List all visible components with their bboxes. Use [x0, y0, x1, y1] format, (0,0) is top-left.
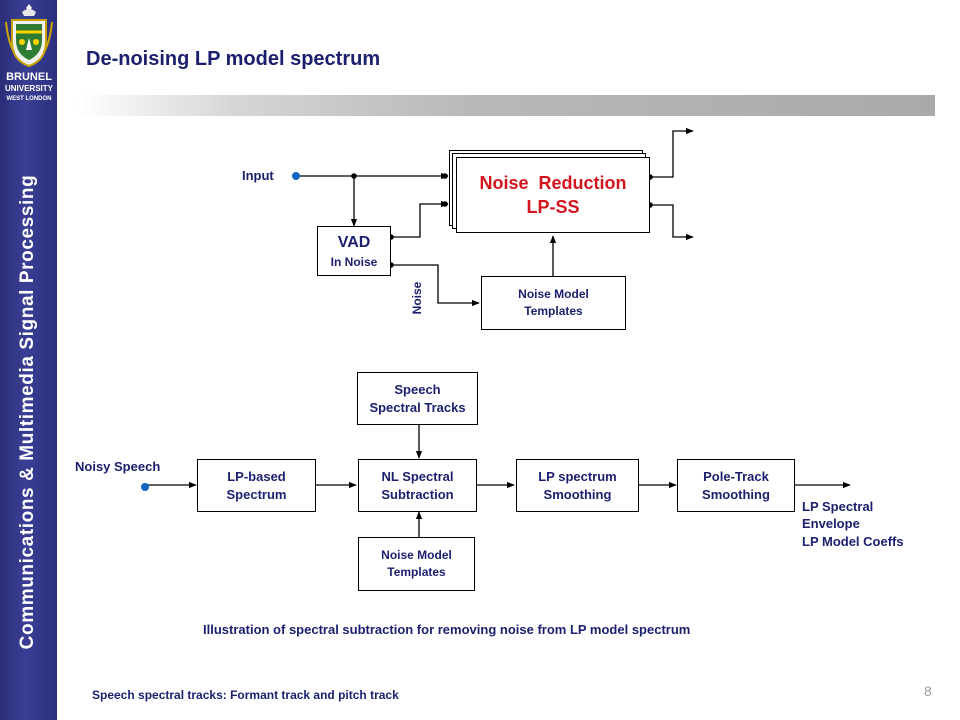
nl-subtraction-line-1: NL Spectral — [381, 468, 454, 484]
noise-model-line-2: Templates — [524, 304, 583, 318]
nl-subtraction-line-2: Subtraction — [381, 486, 454, 502]
university-logo: BRUNEL UNIVERSITY WEST LONDON — [2, 2, 56, 108]
lp-smoothing-line-1: LP spectrum — [538, 468, 617, 484]
pole-track-smoothing-box: Pole-Track Smoothing — [677, 459, 795, 512]
speech-spectral-tracks-box: Speech Spectral Tracks — [357, 372, 478, 425]
vad-subtitle: In Noise — [330, 254, 378, 269]
noise-reduction-title: Noise Reduction — [479, 172, 627, 193]
pole-track-line-2: Smoothing — [702, 486, 770, 502]
speech-tracks-line-2: Spectral Tracks — [369, 399, 466, 415]
noise-reduction-box: Noise Reduction LP-SS — [456, 157, 650, 233]
noisy-speech-label: Noisy Speech — [75, 459, 161, 474]
footnote: Speech spectral tracks: Formant track an… — [92, 688, 399, 702]
noisy-speech-node — [141, 483, 149, 491]
page-title: De-noising LP model spectrum — [86, 48, 381, 70]
output-line-1: LP Spectral — [802, 499, 874, 514]
noise-model-templates-box-top: Noise Model Templates — [481, 276, 626, 330]
input-node — [292, 172, 300, 180]
noise-model-line-1: Noise Model — [518, 287, 589, 302]
output-label: LP Spectral Envelope LP Model Coeffs — [802, 498, 904, 550]
noise-model-bottom-line-2: Templates — [387, 565, 446, 579]
page-number: 8 — [924, 683, 932, 699]
logo-line-3: WEST LONDON — [6, 96, 52, 102]
lp-based-spectrum-box: LP-based Spectrum — [197, 459, 316, 512]
vad-box: VAD In Noise — [317, 226, 391, 276]
title-divider-bar — [77, 95, 935, 116]
lp-based-line-2: Spectrum — [226, 486, 287, 502]
input-label: Input — [242, 168, 274, 183]
speech-tracks-line-1: Speech — [394, 381, 441, 397]
output-line-3: LP Model Coeffs — [802, 533, 904, 549]
logo-line-2: UNIVERSITY — [4, 84, 53, 93]
pole-track-line-1: Pole-Track — [703, 468, 769, 484]
noise-reduction-subtitle: LP-SS — [526, 197, 580, 217]
lp-spectrum-smoothing-box: LP spectrum Smoothing — [516, 459, 639, 512]
sidebar: BRUNEL UNIVERSITY WEST LONDON Communicat… — [0, 0, 57, 720]
lp-smoothing-line-2: Smoothing — [543, 486, 612, 502]
lp-based-line-1: LP-based — [227, 468, 286, 484]
noise-model-templates-box-bottom: Noise Model Templates — [358, 537, 475, 591]
figure-caption: Illustration of spectral subtraction for… — [203, 622, 691, 637]
noise-label: Noise — [410, 281, 424, 315]
logo-line-1: BRUNEL — [6, 71, 52, 83]
nl-spectral-subtraction-box: NL Spectral Subtraction — [358, 459, 477, 512]
vad-title: VAD — [337, 233, 371, 251]
output-line-2: Envelope — [802, 516, 860, 532]
noise-model-bottom-line-1: Noise Model — [381, 548, 452, 563]
crest-icon — [5, 4, 53, 68]
